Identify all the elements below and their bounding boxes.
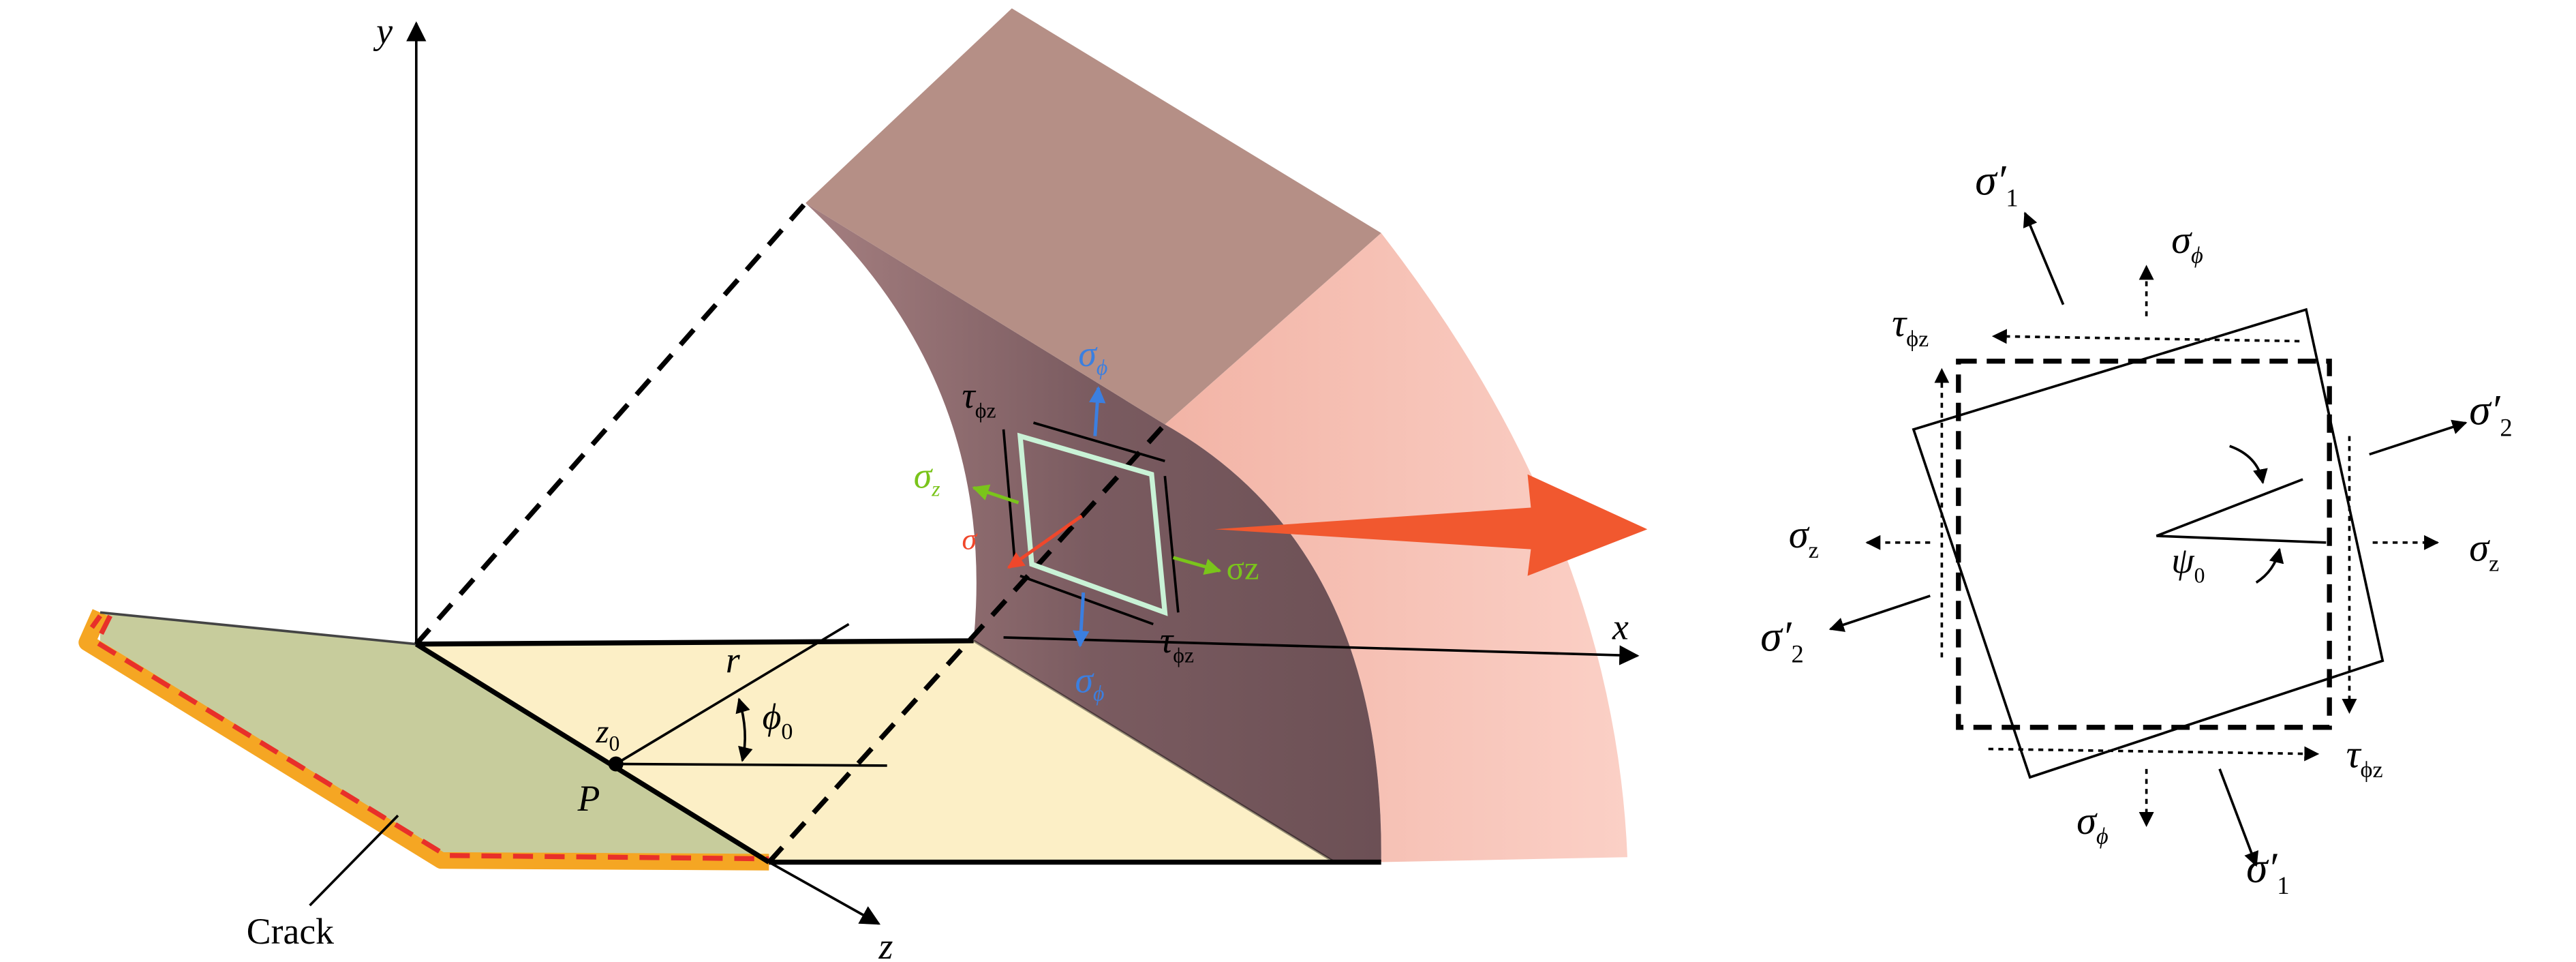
tau-phiz-right-label: τϕz <box>2346 732 2383 783</box>
sigma-z-right-label-right: σz <box>2469 526 2499 577</box>
phi0-label: ϕ0 <box>763 696 793 745</box>
tau-bottom-arrow <box>1988 746 2320 762</box>
point-p <box>608 756 624 772</box>
sigma-prime2-left-label: σ′2 <box>1760 612 1804 668</box>
z-axis <box>768 860 881 925</box>
block-front-face <box>806 202 1381 862</box>
dashed-square <box>1956 359 2332 730</box>
sigma-prime2-right-arrow <box>2369 419 2468 456</box>
radius-label: r <box>726 640 741 680</box>
y-axis-label: y <box>373 10 393 51</box>
dashed-line-upper <box>414 201 808 646</box>
z0-label: z0 <box>595 712 619 755</box>
sigma-prime2-left-arrow <box>1828 595 1931 632</box>
sigma-phi-bottom-label: σϕ <box>1075 660 1105 706</box>
sigma-z-left-arrow <box>972 484 1019 505</box>
sigma-r-arrow <box>1007 514 1083 569</box>
crack-front-edge <box>414 642 771 865</box>
crack-plane <box>416 640 1381 862</box>
phi0-arc <box>735 697 753 762</box>
block-side-face <box>1165 232 1627 862</box>
point-p-label: P <box>577 778 600 819</box>
sigma-prime1-top-label: σ′1 <box>1975 156 2019 212</box>
tau-phiz-bottom-label: τϕz <box>1160 620 1194 667</box>
sigma-z-left-label: σz <box>914 455 940 500</box>
crack-leader <box>309 814 399 907</box>
sigma-phi-top-arrow <box>1089 386 1106 436</box>
x-axis-label: x <box>1612 606 1629 647</box>
stress-element <box>1017 432 1168 616</box>
big-arrow <box>1214 474 1648 576</box>
tau-phiz-top-label: τϕz <box>962 375 996 423</box>
psi0-lower-arc <box>2255 547 2284 584</box>
sigma-r-label: σ <box>962 523 979 556</box>
crack-label: Crack <box>247 911 334 952</box>
sigma-prime2-right-label: σ′2 <box>2469 386 2513 442</box>
z-axis-label: z <box>878 926 893 962</box>
sigma-prime1-bottom-arrow <box>2218 768 2259 867</box>
sigma-phi-bottom-arrow <box>1073 592 1090 648</box>
sigma-phi-top-label: σϕ <box>1078 333 1107 379</box>
radius-line <box>615 622 850 766</box>
psi0-upper-arc <box>2229 445 2268 485</box>
sigma-phi-top-label-right: σϕ <box>2171 217 2203 269</box>
psi0-label: ψ0 <box>2171 540 2205 588</box>
reference-line <box>615 762 887 767</box>
sigma-prime1-top-arrow <box>2023 211 2065 305</box>
x-axis <box>1003 636 1640 665</box>
crack-region <box>100 612 769 862</box>
sigma-z-left-label-right: σz <box>1789 512 1819 563</box>
sigma-prime1-bottom-label: σ′1 <box>2246 843 2290 899</box>
tau-top-arrow <box>1991 329 2300 344</box>
block-top-face <box>806 8 1381 425</box>
tau-phiz-left-label: τϕz <box>1892 301 1929 352</box>
sigma-phi-bottom-label-right: σϕ <box>2076 798 2109 850</box>
crack-border-dash <box>93 614 769 862</box>
rotated-square <box>1912 307 2385 779</box>
sigma-z-right-arrow <box>1172 556 1222 575</box>
sigma-z-right-label: σz <box>1227 550 1259 587</box>
